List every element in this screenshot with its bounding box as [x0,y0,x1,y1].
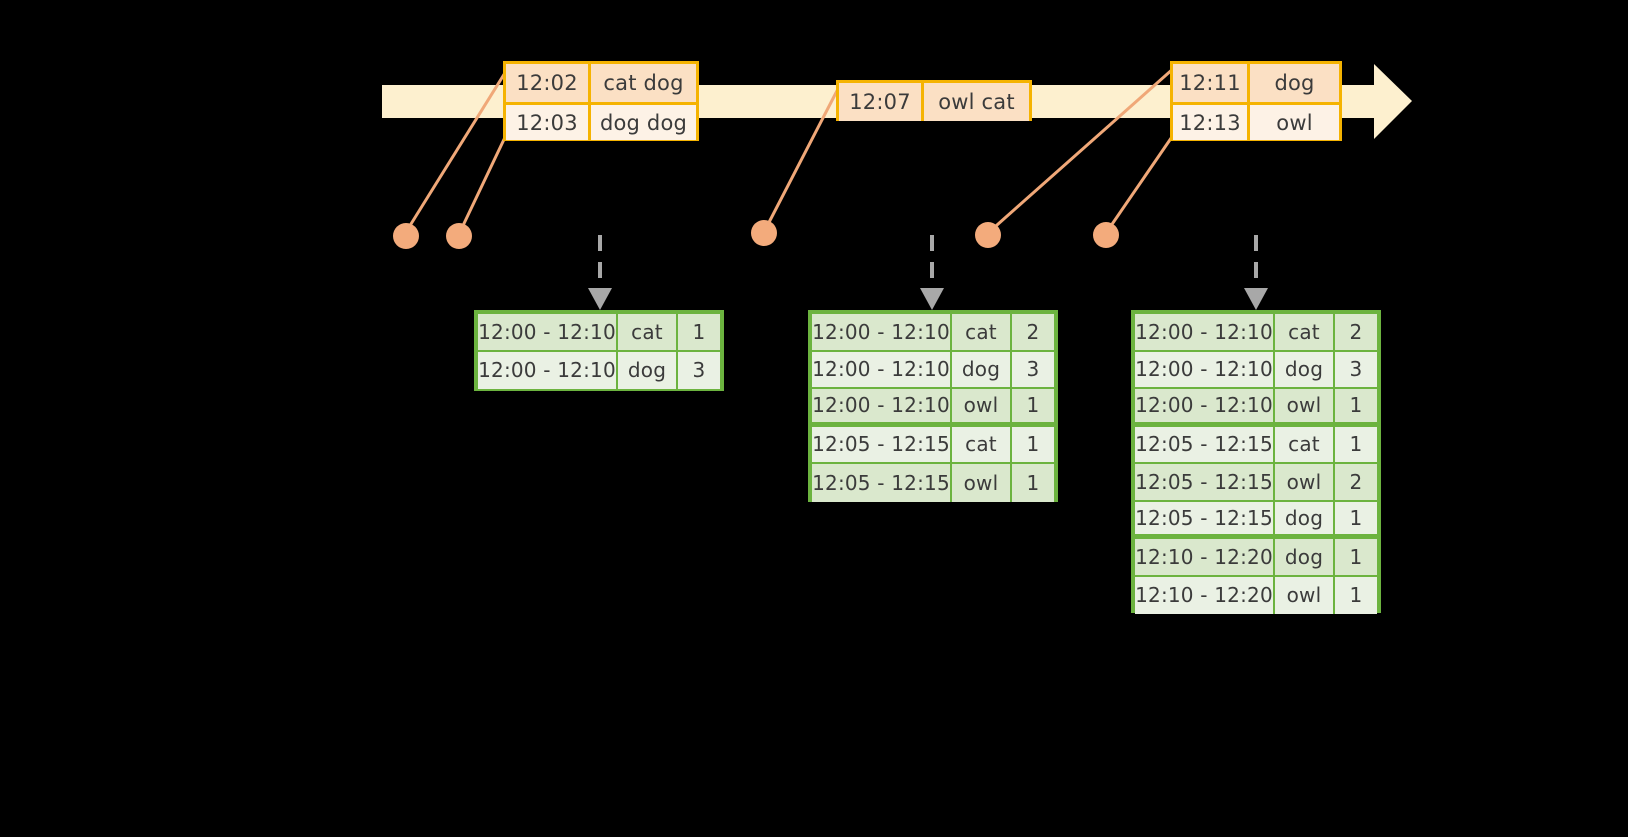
cell-count: 1 [1012,464,1054,502]
cell-count: 2 [1335,314,1377,352]
cell-window: 12:05 - 12:15 [1135,426,1275,464]
event-row[interactable]: 12:03 dog dog [506,102,696,140]
cell-window: 12:00 - 12:10 [1135,389,1275,427]
cell-key: owl [1275,576,1335,614]
event-time: 12:13 [1173,105,1247,140]
result-arrow-3 [1244,235,1268,310]
cell-window: 12:05 - 12:15 [812,464,952,502]
event-group-2[interactable]: 12:07 owl cat [836,80,1032,121]
cell-count: 3 [678,351,720,389]
cell-key: cat [1275,314,1335,352]
event-value: owl cat [921,83,1029,121]
result-arrow-2 [920,235,944,310]
event-group-1[interactable]: 12:02 cat dog 12:03 dog dog [503,61,699,141]
event-row[interactable]: 12:13 owl [1173,102,1339,140]
cell-window: 12:00 - 12:10 [478,314,618,352]
cell-key: cat [1275,426,1335,464]
cell-count: 3 [1335,351,1377,389]
cell-count: 1 [1335,426,1377,464]
cell-key: owl [952,389,1012,427]
event-group-3[interactable]: 12:11 dog 12:13 owl [1170,61,1342,141]
event-time: 12:02 [506,64,588,102]
cell-window: 12:05 - 12:15 [1135,464,1275,502]
cell-key: dog [1275,501,1335,539]
cell-count: 3 [1012,351,1054,389]
cell-window: 12:00 - 12:10 [1135,351,1275,389]
cell-window: 12:00 - 12:10 [812,389,952,427]
cell-count: 2 [1335,464,1377,502]
cell-window: 12:00 - 12:10 [812,351,952,389]
cell-window: 12:10 - 12:20 [1135,539,1275,577]
cell-window: 12:00 - 12:10 [812,314,952,352]
event-value: dog dog [588,105,696,140]
cell-key: owl [1275,464,1335,502]
cell-window: 12:00 - 12:10 [1135,314,1275,352]
cell-count: 1 [678,314,720,352]
cell-window: 12:10 - 12:20 [1135,576,1275,614]
cell-count: 1 [1012,426,1054,464]
event-dot [975,222,1001,248]
event-dot [751,220,777,246]
cell-key: cat [952,314,1012,352]
cell-key: dog [1275,351,1335,389]
cell-key: dog [618,351,678,389]
cell-count: 2 [1012,314,1054,352]
cell-count: 1 [1012,389,1054,427]
event-value: cat dog [588,64,696,102]
cell-key: cat [952,426,1012,464]
cell-window: 12:05 - 12:15 [812,426,952,464]
event-value: dog [1247,64,1339,102]
cell-key: dog [952,351,1012,389]
event-row[interactable]: 12:07 owl cat [839,83,1029,121]
cell-key: dog [1275,539,1335,577]
event-dots [393,220,1119,249]
result-arrow-1 [588,235,612,310]
event-dot [1093,222,1119,248]
result-arrows [588,235,1268,310]
event-time: 12:03 [506,105,588,140]
event-dot [446,223,472,249]
cell-count: 1 [1335,539,1377,577]
cell-key: cat [618,314,678,352]
event-time: 12:11 [1173,64,1247,102]
cell-window: 12:00 - 12:10 [478,351,618,389]
cell-key: owl [952,464,1012,502]
event-row[interactable]: 12:02 cat dog [506,64,696,102]
cell-count: 1 [1335,576,1377,614]
event-value: owl [1247,105,1339,140]
event-row[interactable]: 12:11 dog [1173,64,1339,102]
cell-count: 1 [1335,501,1377,539]
event-time: 12:07 [839,83,921,121]
cell-window: 12:05 - 12:15 [1135,501,1275,539]
event-dot [393,223,419,249]
cell-count: 1 [1335,389,1377,427]
cell-key: owl [1275,389,1335,427]
